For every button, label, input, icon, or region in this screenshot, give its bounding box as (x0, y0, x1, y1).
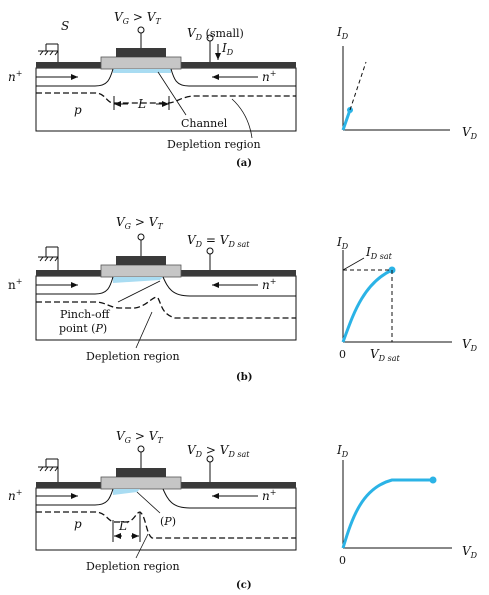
graph-c-curve (341, 478, 433, 549)
graph-c-y-label: ID (336, 443, 349, 459)
pinch-off-leader (117, 280, 161, 303)
gate-terminal (137, 233, 145, 241)
panel-a: S VG > VT VD (small) ID n+ n+ p L Channe… (8, 10, 478, 169)
pinch-off-label-line2: point (P) (59, 322, 107, 335)
graph-c: ID VD 0 (336, 443, 478, 567)
n-plus-right: n+ (262, 488, 276, 503)
depletion-boundary (36, 296, 296, 319)
graph-a-extrapolation (349, 61, 367, 111)
surface-bar-right (181, 270, 296, 276)
surface-bar-left (36, 482, 102, 488)
channel-region (113, 489, 140, 495)
channel-region (113, 277, 163, 283)
graph-b: ID ID sat VD 0 VD sat (336, 235, 478, 363)
source-region-boundary (36, 68, 114, 87)
graph-b-curve (341, 268, 393, 343)
graph-b-isat-label: ID sat (365, 245, 393, 261)
drain-current-label: ID (221, 41, 234, 57)
n-plus-left: n+ (8, 69, 22, 84)
substrate-body (35, 275, 297, 341)
channel-region (113, 69, 171, 73)
n-plus-left: n+ (8, 277, 22, 292)
drain-voltage-label: VD = VD sat (187, 233, 250, 249)
graph-b-vsat-label: VD sat (370, 347, 401, 363)
drain-region-boundary (170, 68, 296, 87)
substrate-body (35, 67, 297, 132)
n-plus-right: n+ (262, 277, 276, 292)
gate-oxide (100, 264, 182, 278)
gate-condition: VG > VT (116, 215, 163, 231)
source-region-boundary (36, 488, 114, 506)
drain-voltage-label: VD > VD sat (187, 443, 250, 459)
surface-bar-left (36, 62, 102, 68)
depletion-label: Depletion region (86, 560, 180, 573)
drain-terminal (206, 455, 214, 463)
graph-c-end-point (429, 476, 437, 484)
graph-b-isat-leader (342, 257, 365, 271)
pinch-point-leader (136, 491, 161, 514)
labels-b: VG > VT VD = VD sat n+ n+ Pinch-off poin… (8, 215, 276, 383)
n-plus-left: n+ (8, 488, 22, 503)
depletion-leader (135, 533, 149, 559)
graph-b-x-label: VD (462, 337, 478, 353)
pinch-point-label: (P) (160, 515, 176, 528)
graph-c-x-label: VD (462, 544, 478, 560)
drain-region-boundary (162, 488, 296, 509)
channel-leader (157, 71, 187, 116)
drain-region-boundary (162, 276, 296, 297)
drain-terminal (206, 247, 214, 255)
n-plus-right: n+ (262, 69, 276, 84)
graph-a: ID VD (336, 25, 478, 141)
device-c (35, 445, 297, 559)
gate-metal (116, 256, 166, 265)
caption-c: (c) (236, 580, 252, 591)
channel-label: Channel (181, 117, 228, 130)
depletion-boundary (36, 92, 296, 104)
surface-bar-right (181, 62, 296, 68)
caption-b: (b) (236, 372, 252, 383)
ground-icon (38, 458, 59, 482)
surface-bar-left (36, 270, 102, 276)
source-region-boundary (36, 276, 114, 295)
graph-a-x-label: VD (462, 125, 478, 141)
substrate-label: p (74, 103, 82, 117)
substrate-label: p (74, 517, 82, 531)
drain-voltage-label: VD (small) (187, 26, 244, 42)
graph-a-linear-curve (341, 109, 352, 131)
graph-b-origin: 0 (339, 348, 346, 361)
depletion-leader (135, 311, 153, 349)
gate-oxide (100, 476, 182, 490)
graph-c-origin: 0 (339, 554, 346, 567)
substrate-body (35, 487, 297, 551)
gate-metal (116, 48, 166, 57)
source-label: S (61, 19, 69, 33)
gate-condition: VG > VT (116, 429, 163, 445)
length-label: L (137, 97, 146, 111)
depletion-boundary (36, 511, 296, 539)
caption-a: (a) (236, 158, 252, 169)
labels-c: VG > VT VD > VD sat n+ n+ p L′ (P) Deple… (8, 429, 276, 591)
surface-bar-right (181, 482, 296, 488)
gate-metal (116, 468, 166, 477)
drain-terminal (206, 34, 214, 42)
graph-a-y-label: ID (336, 25, 349, 41)
gate-terminal (137, 26, 145, 34)
ground-icon (38, 246, 59, 270)
device-b (35, 233, 297, 349)
gate-oxide (100, 56, 182, 70)
depletion-label: Depletion region (167, 138, 261, 151)
depletion-label: Depletion region (86, 350, 180, 363)
gate-terminal (137, 445, 145, 453)
pinch-off-label-line1: Pinch-off (60, 308, 111, 321)
device-a (35, 26, 297, 139)
depletion-leader (231, 98, 253, 139)
panel-c: VG > VT VD > VD sat n+ n+ p L′ (P) Deple… (8, 429, 478, 591)
labels-a: S VG > VT VD (small) ID n+ n+ p L Channe… (8, 10, 276, 169)
length-label: L′ (118, 519, 130, 533)
gate-condition: VG > VT (114, 10, 161, 26)
ground-icon (38, 43, 59, 62)
panel-b: VG > VT VD = VD sat n+ n+ Pinch-off poin… (8, 215, 478, 383)
graph-b-y-label: ID (336, 235, 349, 251)
